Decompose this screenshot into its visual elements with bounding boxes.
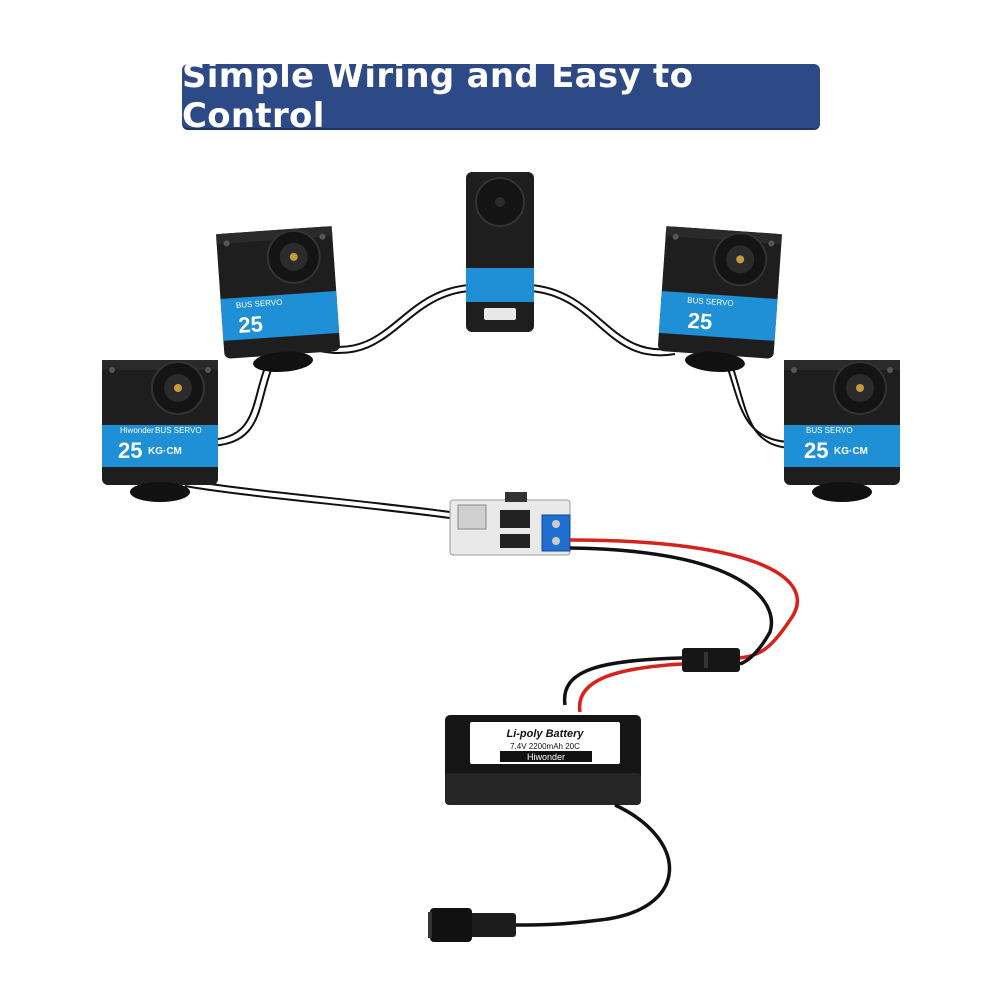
servo-torque-label: 25: [804, 438, 828, 463]
servo-torque-label: 25: [687, 308, 713, 335]
servo-type-label: BUS SERVO: [806, 426, 853, 435]
title-text: Simple Wiring and Easy to Control: [182, 56, 694, 136]
battery-spec: 7.4V 2200mAh 20C: [510, 742, 580, 751]
title-banner: Simple Wiring and Easy to Control: [182, 56, 820, 136]
power-connector: [682, 648, 740, 672]
servo-unit-label: KG·CM: [148, 446, 182, 457]
battery-brand: Hiwonder: [527, 752, 565, 762]
servo-type-label: BUS SERVO: [687, 296, 734, 308]
servo-torque-label: 25: [118, 438, 142, 463]
dc-jack: [428, 908, 516, 942]
servo-brand-label: Hiwonder: [120, 426, 154, 435]
battery: Li-poly Battery 7.4V 2200mAh 20C Hiwonde…: [445, 715, 641, 805]
power-wires: [562, 538, 800, 713]
servo-right-low: BUS SERVO 25 KG·CM: [783, 359, 901, 503]
servo-left-high: BUS SERVO 25: [214, 225, 343, 377]
servo-center: [465, 171, 535, 333]
servo-type-label: BUS SERVO: [236, 298, 283, 310]
servo-wires: [184, 284, 791, 519]
controller-board: [449, 492, 571, 556]
servo-right-high: BUS SERVO 25: [655, 225, 784, 377]
servo-type-label: BUS SERVO: [155, 426, 202, 435]
servo-unit-label: KG·CM: [834, 446, 868, 457]
battery-label: Li-poly Battery: [506, 728, 584, 740]
servo-torque-label: 25: [237, 311, 263, 338]
servo-left-low: Hiwonder BUS SERVO 25 KG·CM: [101, 359, 219, 503]
dc-cable: [514, 803, 672, 927]
